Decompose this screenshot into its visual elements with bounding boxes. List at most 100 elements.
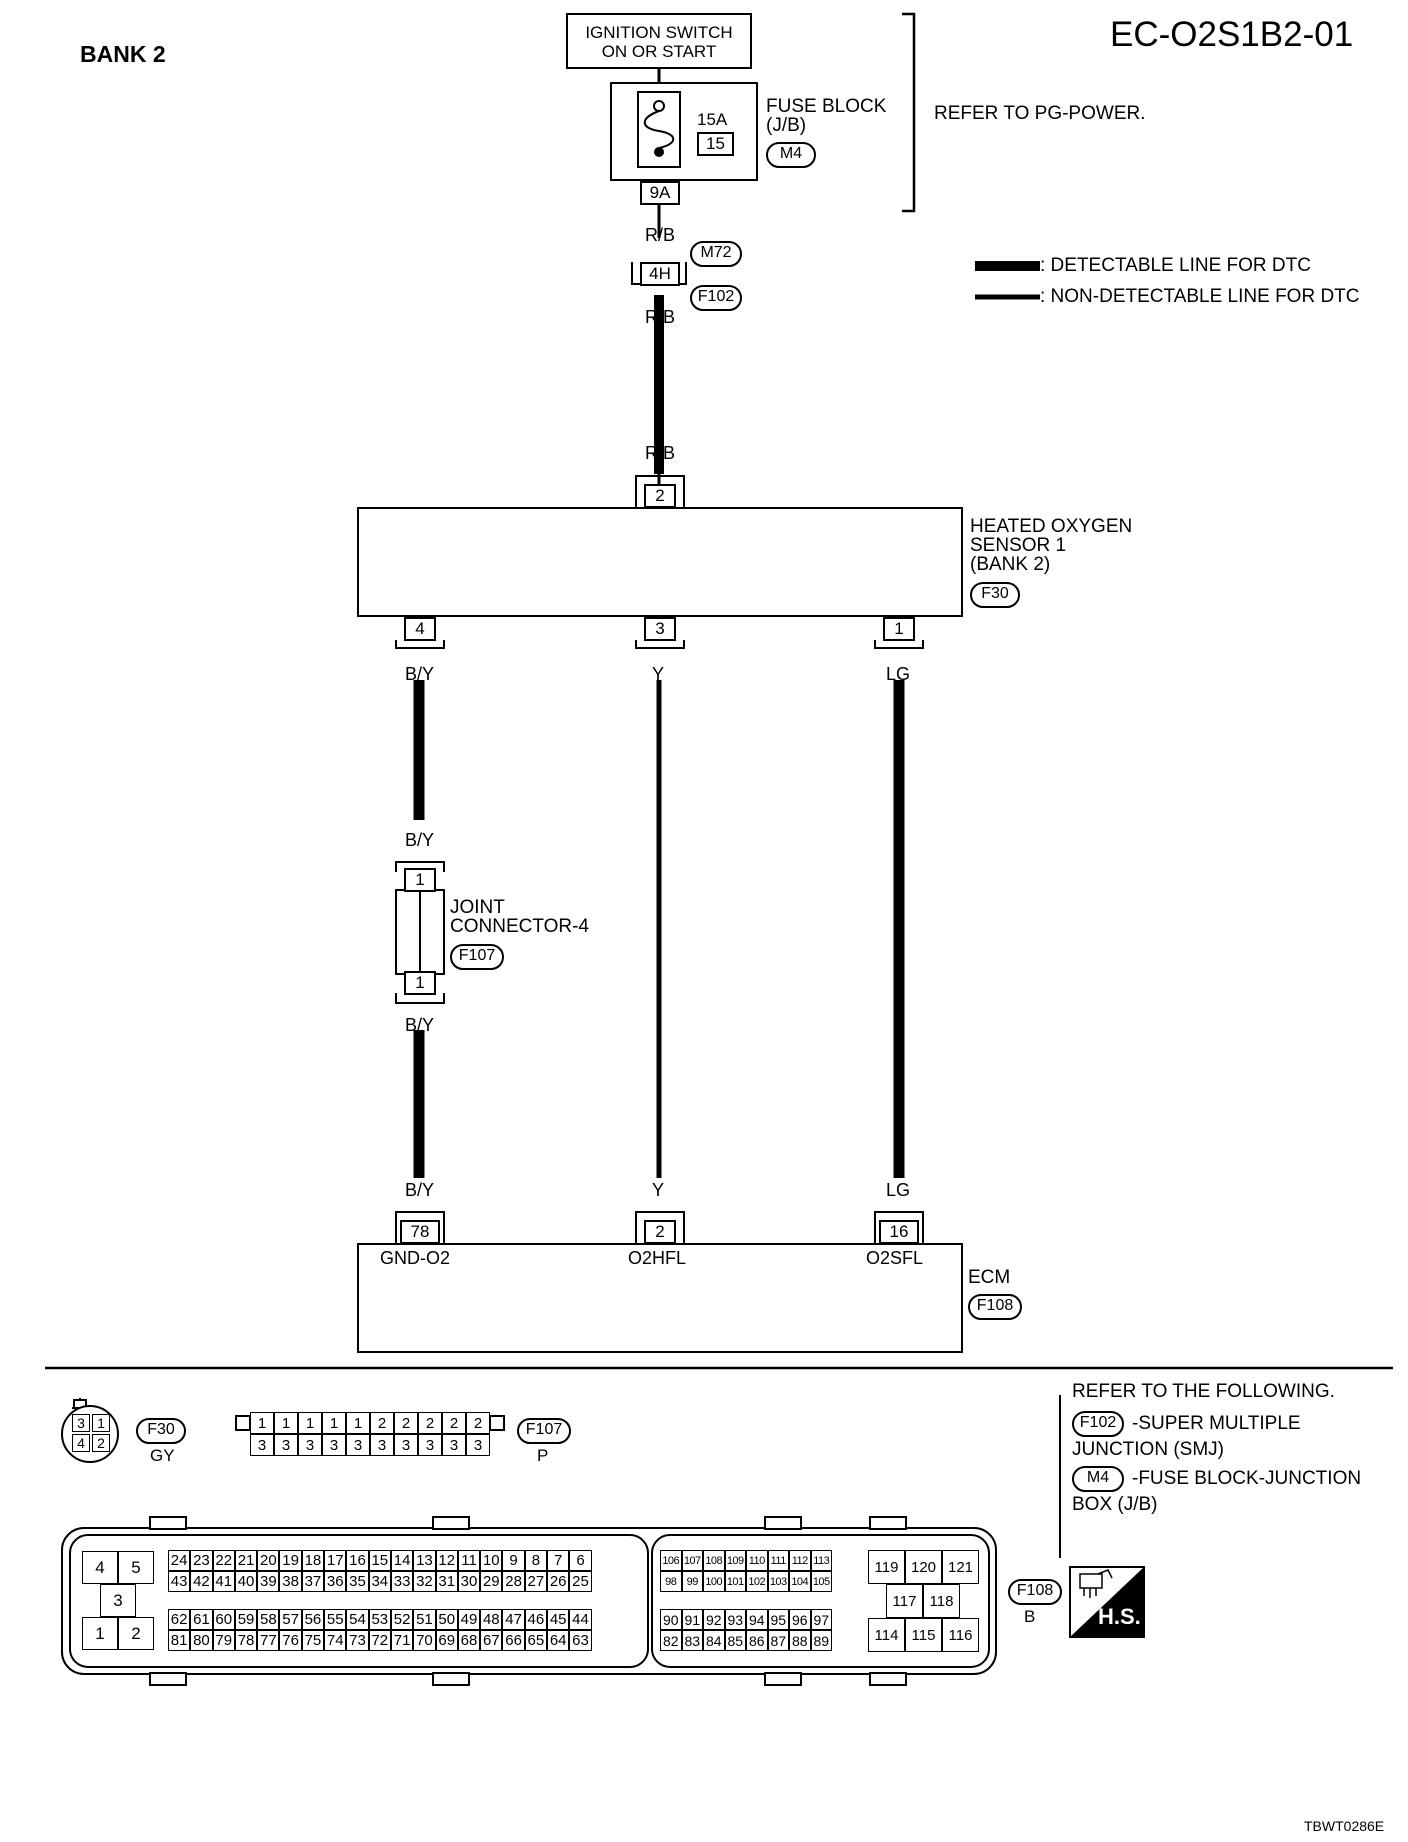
ignition-switch-box: IGNITION SWITCH ON OR START [566,13,752,69]
f30-code: F30 [136,1418,186,1444]
f107-cell: 2 [394,1412,418,1434]
connector-f102: F102 [690,285,742,311]
ecm-face-cell: 86 [746,1630,768,1651]
ecm-face-cell: 47 [502,1609,525,1630]
ecm-face-cell: 22 [212,1550,235,1571]
f107-cell: 1 [298,1412,322,1434]
ecm-face-cell: 81 [168,1630,191,1651]
ecm-face-cell: 89 [810,1630,832,1651]
ecm-face-cell: 19 [279,1550,302,1571]
ecm-face-cell: 96 [789,1609,811,1630]
f107-cell: 1 [322,1412,346,1434]
ecm-face-cell: 107 [681,1550,703,1571]
ecm-face-cell: 78 [234,1630,258,1651]
joint-label: JOINT CONNECTOR-4 [450,897,589,937]
diagram-id: EC-O2S1B2-01 [1110,15,1354,54]
f107-cell: 1 [274,1412,298,1434]
ecm-face-cell: 98 [660,1571,682,1592]
connector-f107: F107 [450,944,504,970]
ecm-face-cell: 15 [368,1550,391,1571]
bank-title: BANK 2 [80,41,166,67]
f108-code: F108 [1008,1579,1062,1605]
wire-color-lg-1: LG [886,664,911,684]
wire-color-y-1: Y [652,664,665,684]
ignition-line-2: ON OR START [601,42,717,61]
ecm-face-cell: 44 [569,1609,592,1630]
ecm-face-cell: 109 [724,1550,746,1571]
joint-pin-bottom: 1 [404,971,436,995]
ecm-pin-78: 78 [400,1220,440,1244]
refer-text-f102-1: -SUPER MULTIPLE [1132,1413,1301,1434]
ecm-face-cell: 91 [681,1609,703,1630]
ecm-face-cell: 105 [810,1571,832,1592]
ecm-face-cell: 27 [524,1571,548,1592]
ecm-face-cell: 35 [346,1571,369,1592]
f107-cell: 3 [370,1434,394,1456]
f107-cell: 3 [274,1434,298,1456]
f107-cell: 1 [250,1412,274,1434]
ecm-face-cell: 21 [234,1550,258,1571]
ecm-face-cell: 14 [390,1550,414,1571]
ecm-face-cell: 80 [190,1630,213,1651]
ecm-face-cell: 111 [767,1550,789,1571]
ecm-face-cell: 115 [905,1618,942,1652]
ecm-face-cell: 36 [324,1571,347,1592]
ecm-face-cell: 1 [82,1617,118,1650]
pin-4h: 4H [640,262,680,286]
ecm-face-cell: 100 [703,1571,725,1592]
ecm-face-cell: 55 [324,1609,347,1630]
ecm-face-cell: 62 [168,1609,191,1630]
ecm-face-cell: 37 [301,1571,325,1592]
f107-cell: 3 [466,1434,490,1456]
f107-cell: 2 [442,1412,466,1434]
f107-cell: 1 [346,1412,370,1434]
f107-cell: 3 [442,1434,466,1456]
ecm-face-cell: 13 [413,1550,436,1571]
ecm-face-cell: 120 [905,1550,942,1584]
ecm-face-cell: 25 [569,1571,592,1592]
ecm-face-cell: 85 [724,1630,746,1651]
ecm-face-cell: 106 [660,1550,682,1571]
sensor-pin-3: 3 [644,617,676,641]
ecm-face-cell: 102 [746,1571,768,1592]
ecm-face-cell: 58 [257,1609,280,1630]
ecm-face-cell: 59 [234,1609,258,1630]
ecm-face-cell: 46 [524,1609,548,1630]
ecm-terminal-o2sfl: O2SFL [866,1248,924,1268]
ecm-face-cell: 97 [810,1609,832,1630]
ecm-terminal-o2hfl: O2HFL [628,1248,687,1268]
ecm-face-cell: 83 [681,1630,703,1651]
ecm-face-cell: 110 [746,1550,768,1571]
ecm-terminal-gnd-o2: GND-O2 [380,1248,451,1268]
ecm-face-cell: 51 [413,1609,436,1630]
f107-cell: 3 [298,1434,322,1456]
ecm-face-cell: 75 [301,1630,325,1651]
f107-cell: 3 [250,1434,274,1456]
wire-color-by-1: B/Y [405,664,435,684]
ecm-face-cell: 52 [390,1609,414,1630]
ecm-face-cell: 64 [547,1630,570,1651]
ecm-face-cell: 30 [457,1571,481,1592]
ecm-face-cell: 41 [212,1571,235,1592]
ecm-face-cell: 5 [118,1551,154,1584]
ecm-face-cell: 2 [118,1617,154,1650]
heated-oxygen-sensor-box [357,507,963,617]
ecm-face-cell: 9 [502,1550,525,1571]
ecm-face-cell: 68 [457,1630,481,1651]
ecm-face-cell: 84 [703,1630,725,1651]
ecm-face-cell: 24 [168,1550,191,1571]
ecm-face-cell: 48 [480,1609,503,1630]
connector-m72: M72 [690,241,742,267]
ecm-face-cell: 69 [435,1630,458,1651]
refer-code-f102: F102 [1072,1411,1124,1437]
ecm-face-cell: 60 [212,1609,235,1630]
ecm-face-cell: 79 [212,1630,235,1651]
ecm-face-cell: 77 [257,1630,280,1651]
wire-color-by-2: B/Y [405,830,435,850]
ecm-face-cell: 67 [480,1630,503,1651]
